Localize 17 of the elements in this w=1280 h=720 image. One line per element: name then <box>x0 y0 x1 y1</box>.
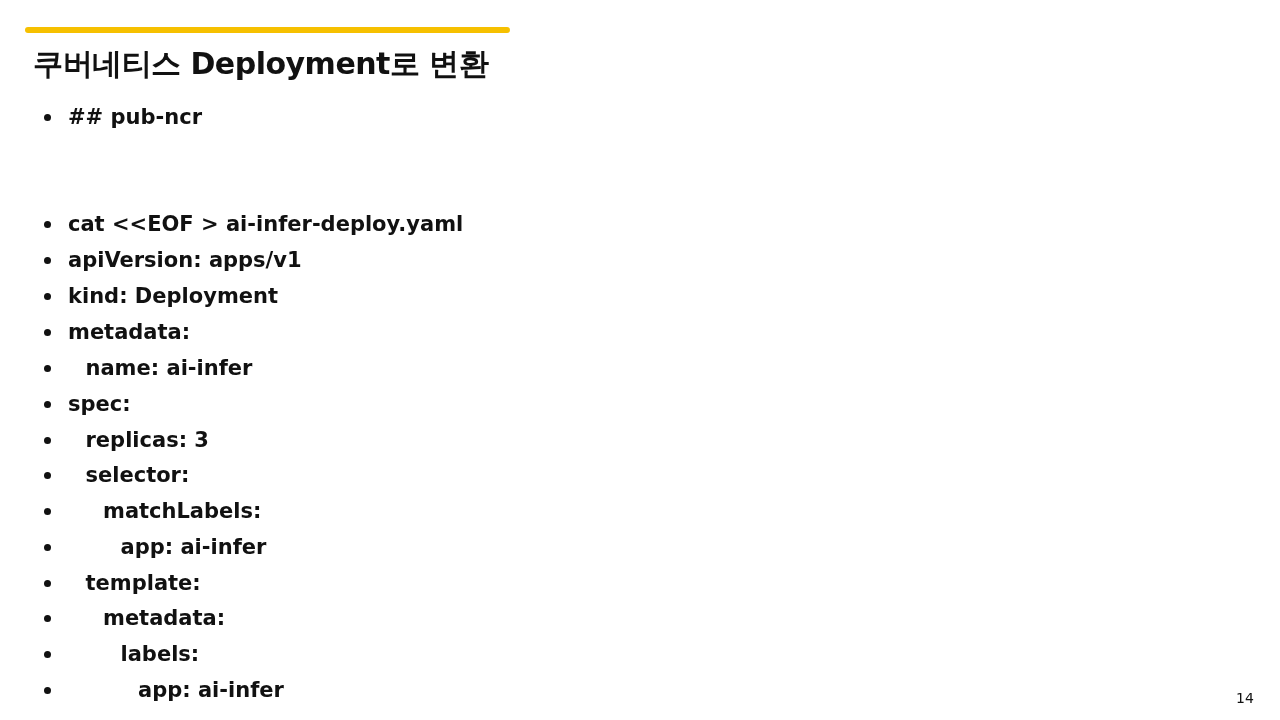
code-line: metadata: <box>68 319 191 345</box>
code-line: matchLabels: <box>103 498 262 524</box>
code-line: app: ai-infer <box>120 534 267 560</box>
page-number: 14 <box>1236 690 1254 706</box>
code-line: selector: <box>85 462 190 488</box>
slide-title: 쿠버네티스 Deployment로 변환 <box>33 45 489 83</box>
code-line: app: ai-infer <box>138 677 284 703</box>
code-line: ## pub-ncr <box>68 104 202 130</box>
code-line: metadata: <box>103 605 226 631</box>
code-line: cat <<EOF > ai-infer-deploy.yaml <box>68 211 464 237</box>
code-line: labels: <box>120 641 200 667</box>
code-line: spec: <box>68 391 131 417</box>
code-line: apiVersion: apps/v1 <box>68 247 302 273</box>
code-line: template: <box>85 570 201 596</box>
code-line: kind: Deployment <box>68 283 278 309</box>
code-line: replicas: 3 <box>85 427 209 453</box>
code-line: name: ai-infer <box>85 355 253 381</box>
